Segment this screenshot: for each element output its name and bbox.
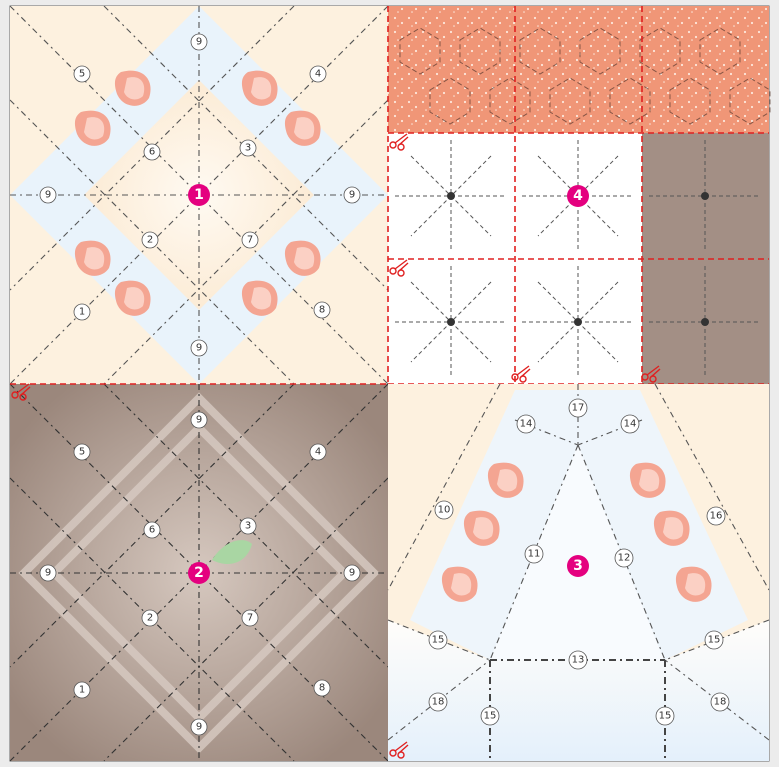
svg-text:9: 9 bbox=[45, 568, 51, 579]
svg-text:18: 18 bbox=[432, 697, 445, 708]
svg-text:9: 9 bbox=[196, 37, 202, 48]
svg-text:8: 8 bbox=[319, 305, 325, 316]
panel-2: 2 bbox=[10, 384, 388, 761]
svg-text:13: 13 bbox=[572, 655, 585, 666]
svg-text:16: 16 bbox=[710, 511, 723, 522]
svg-text:1: 1 bbox=[79, 685, 85, 696]
svg-text:5: 5 bbox=[79, 447, 85, 458]
svg-text:7: 7 bbox=[247, 613, 253, 624]
svg-text:15: 15 bbox=[659, 711, 672, 722]
svg-text:5: 5 bbox=[79, 69, 85, 80]
svg-text:9: 9 bbox=[45, 190, 51, 201]
svg-text:15: 15 bbox=[708, 635, 721, 646]
svg-text:1: 1 bbox=[79, 307, 85, 318]
panel-3-badge-label: 3 bbox=[573, 558, 583, 574]
panel-4-badge-label: 4 bbox=[573, 188, 583, 204]
svg-text:15: 15 bbox=[484, 711, 497, 722]
svg-text:14: 14 bbox=[624, 419, 637, 430]
svg-text:7: 7 bbox=[247, 235, 253, 246]
svg-text:9: 9 bbox=[196, 415, 202, 426]
svg-text:6: 6 bbox=[149, 525, 155, 536]
svg-text:15: 15 bbox=[432, 635, 445, 646]
svg-text:9: 9 bbox=[349, 568, 355, 579]
svg-text:14: 14 bbox=[520, 419, 533, 430]
svg-text:9: 9 bbox=[196, 343, 202, 354]
panel-4: 4 bbox=[388, 6, 770, 384]
svg-text:4: 4 bbox=[315, 447, 321, 458]
svg-text:2: 2 bbox=[147, 613, 153, 624]
panel-1-badge-label: 1 bbox=[194, 187, 204, 203]
svg-text:10: 10 bbox=[438, 505, 451, 516]
svg-text:2: 2 bbox=[147, 235, 153, 246]
svg-text:9: 9 bbox=[349, 190, 355, 201]
svg-text:18: 18 bbox=[714, 697, 727, 708]
svg-text:12: 12 bbox=[618, 553, 631, 564]
svg-text:8: 8 bbox=[319, 683, 325, 694]
svg-text:3: 3 bbox=[245, 143, 251, 154]
svg-text:6: 6 bbox=[149, 147, 155, 158]
svg-text:9: 9 bbox=[196, 722, 202, 733]
svg-text:11: 11 bbox=[528, 549, 541, 560]
svg-text:3: 3 bbox=[245, 521, 251, 532]
svg-text:17: 17 bbox=[572, 403, 585, 414]
svg-text:4: 4 bbox=[315, 69, 321, 80]
panel-2-badge-label: 2 bbox=[194, 565, 204, 581]
panel-1: 1 bbox=[10, 6, 388, 384]
